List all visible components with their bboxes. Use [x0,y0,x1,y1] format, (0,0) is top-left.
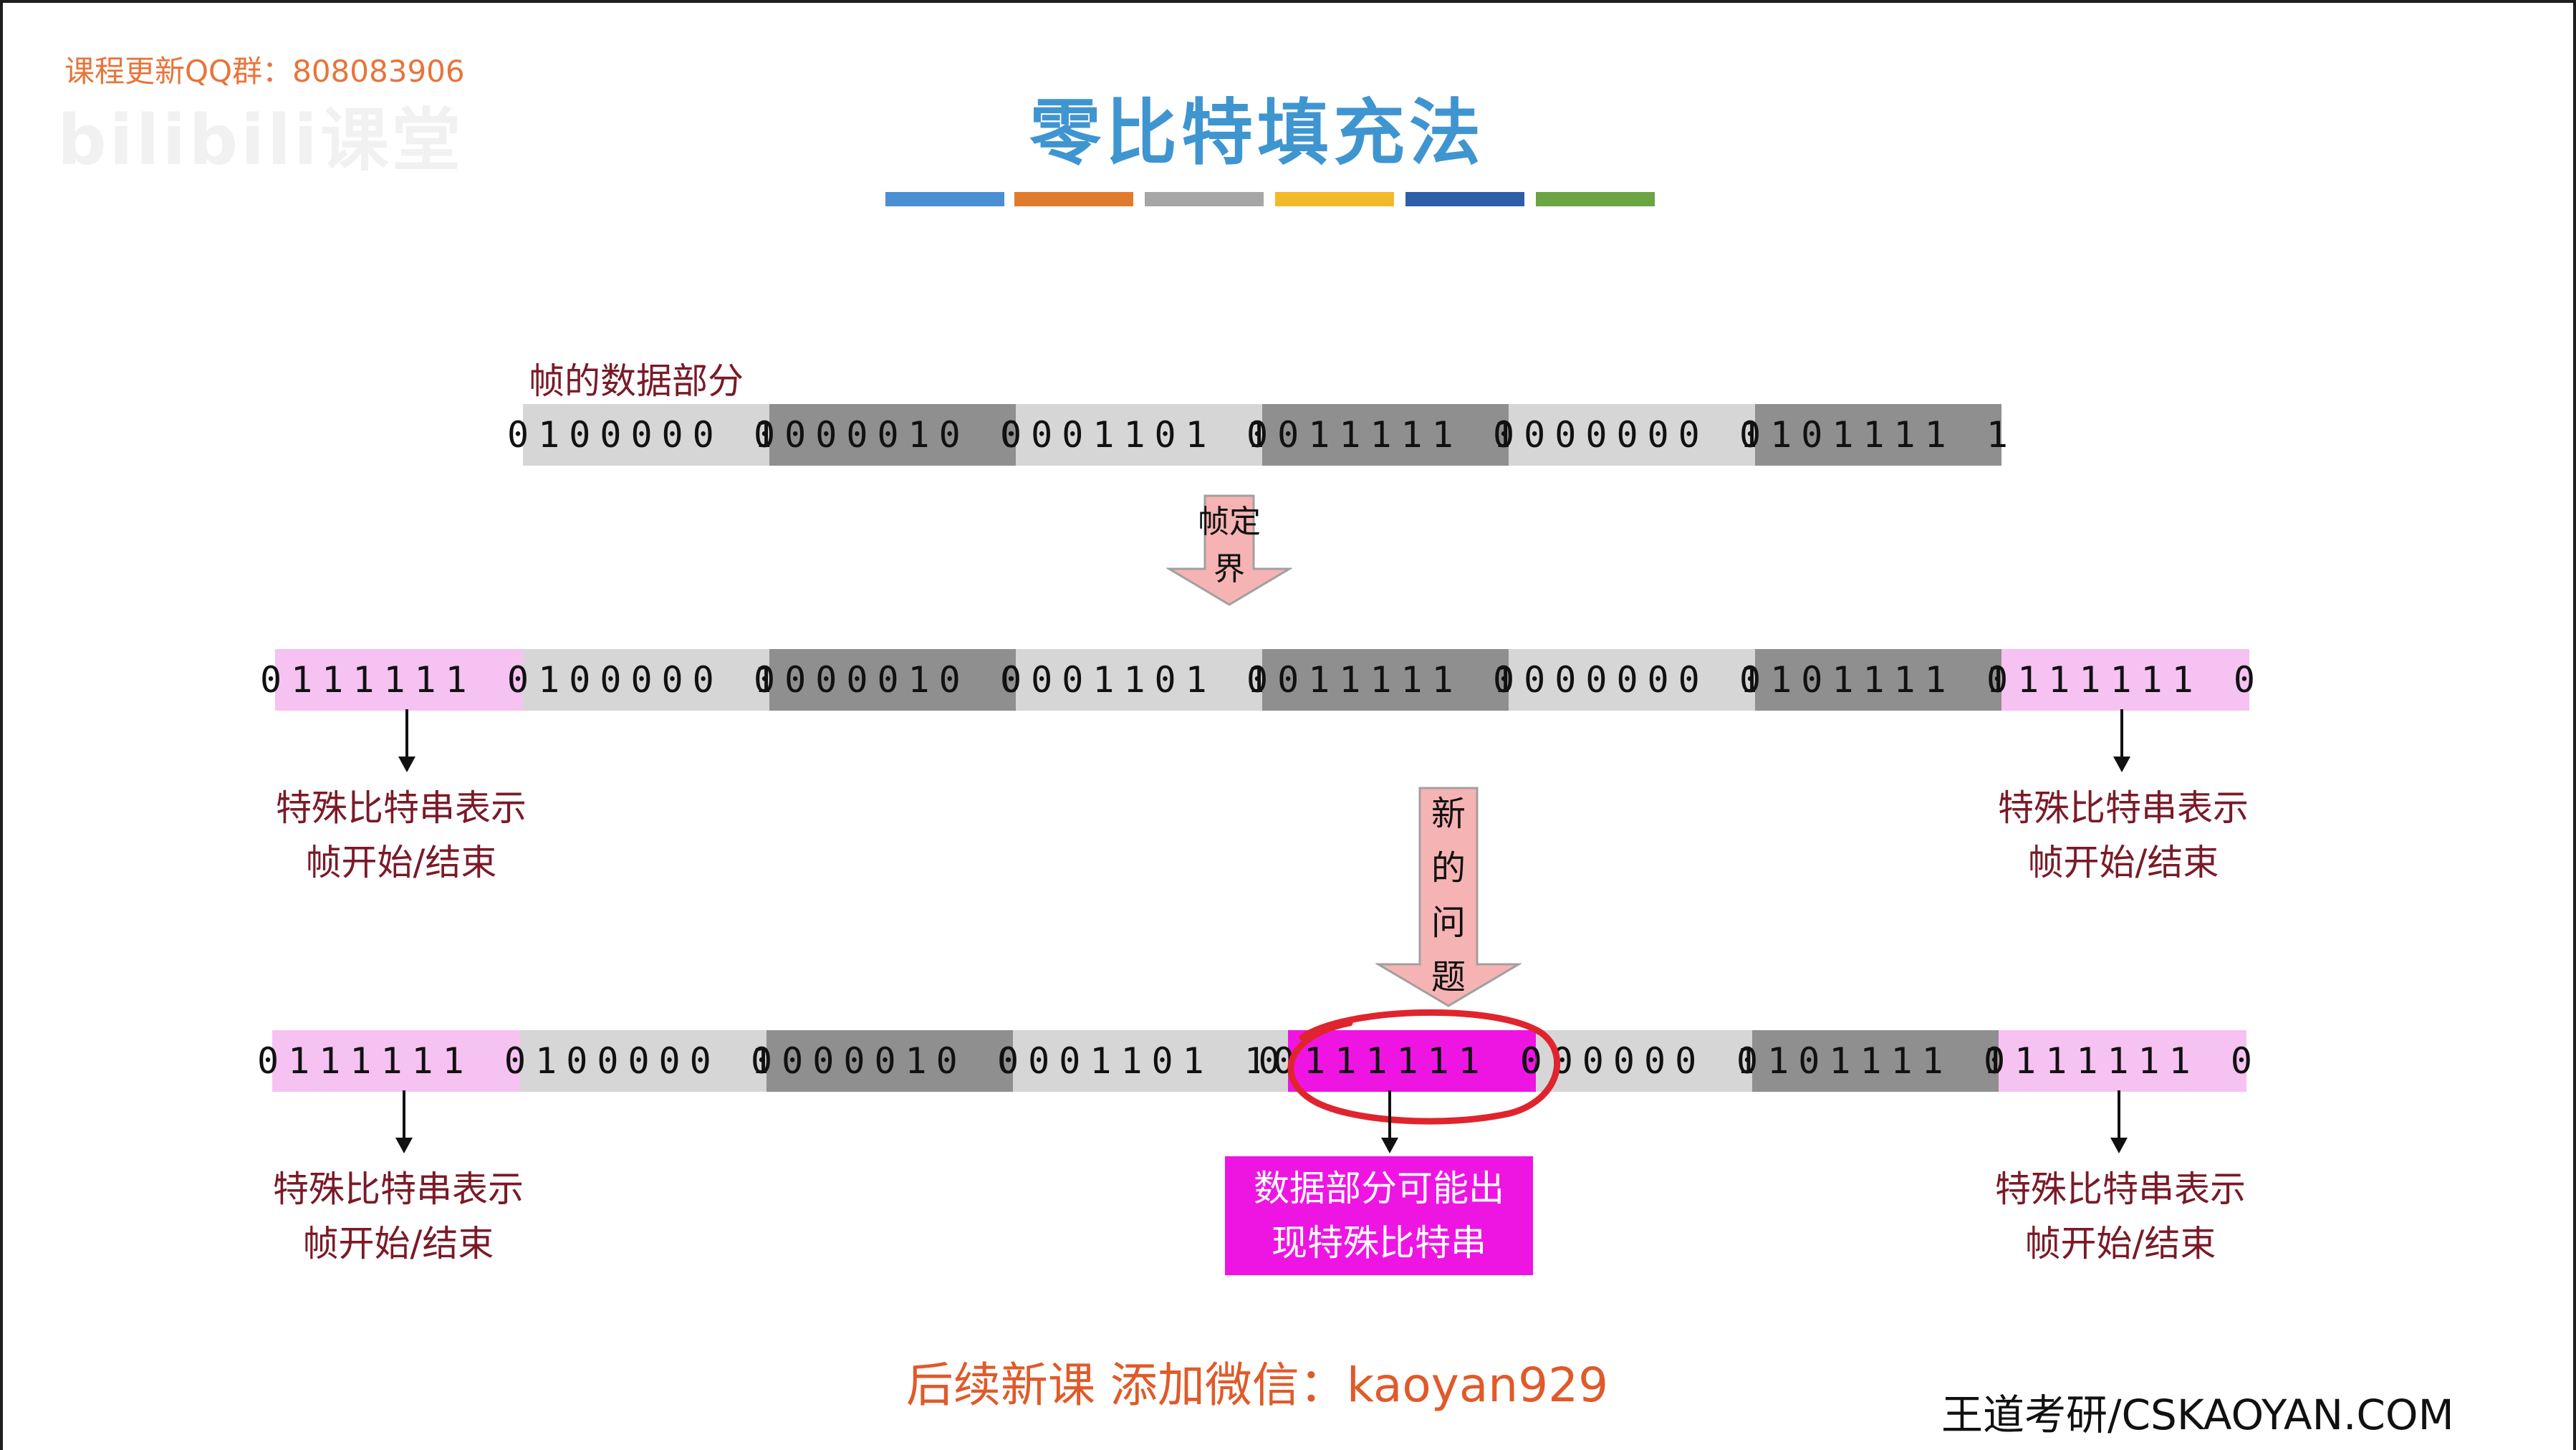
bit-segment: 0001101 1 [1000,649,1269,711]
color-bar-yellow [1275,192,1394,206]
bit-segment: 0100000 1 [507,649,776,711]
problem-callout-box: 数据部分可能出 现特殊比特串 [1225,1156,1533,1275]
new-problem-char: 的 [1431,848,1466,888]
bit-segment: 0100000 1 [507,404,776,466]
problem-callout-line: 数据部分可能出 [1254,1168,1504,1209]
bit-segment-text: 0000010 0 [754,414,1032,456]
bit-segment: 0101111 1 [1736,1030,2005,1092]
bit-segment: 0000000 1 [1493,404,1762,466]
bit-segment-text: 0100000 1 [507,414,785,456]
bit-segment-text: 0111111 0 [257,1040,535,1082]
data-bits-row: 0100000 1 0000010 0 0001101 1 0011111 1 … [507,404,2008,466]
flag-note-line1: 特殊比特串表示 [1995,1168,2246,1210]
color-bar-orange [1014,192,1133,206]
bit-segment-text: 0000010 0 [751,1040,1029,1082]
brand-text: 王道考研/CSKAOYAN.COM [1941,1391,2454,1439]
bit-segment-text: 0001101 1 [997,1040,1275,1082]
window-frame-right [2573,0,2576,1450]
pointer-arrow-center-2 [1381,1090,1398,1153]
bit-segment: 0000000 1 [1493,649,1762,711]
bit-segment-text: 0100000 1 [504,1040,782,1082]
window-frame-left [0,0,3,1450]
new-problem-char: 新 [1431,794,1466,834]
flag-end: 0111111 0 [1984,1030,2252,1092]
flag-note-line2: 帧开始/结束 [2024,1223,2216,1264]
color-bar-gray [1145,192,1264,206]
flag-end: 0111111 0 [1986,649,2255,711]
bit-segment-text: 0001101 1 [1000,659,1278,701]
color-bar-blue [885,192,1004,206]
framing-arrow-label: 帧定界 [1198,504,1261,587]
flag-note-left-1: 特殊比特串表示 帧开始/结束 [236,781,566,890]
bit-segment: 0 [1258,1030,1289,1092]
bit-segment: 0000010 0 [751,1030,1019,1092]
bit-segment: 0100000 1 [504,1030,773,1092]
framing-down-arrow [1166,494,1292,606]
bit-segment-text: 0000000 1 [1493,659,1771,701]
bit-segment-text: 0011111 1 [1246,659,1524,701]
new-problem-char: 问 [1431,903,1466,943]
bit-segment-text: 0011111 1 [1246,414,1524,456]
bit-segment: 0001101 1 [997,1030,1266,1092]
frame-data-label: 帧的数据部分 [529,360,744,402]
special-bitstring-highlight: 0111111 0 [1273,1030,1542,1092]
pointer-arrow-left-1 [398,709,415,772]
conflict-bits-row: 0111111 0 0100000 1 0000010 0 0001101 1 … [257,1030,2252,1092]
bit-segment-text: 0101111 1 [1736,1040,2014,1082]
problem-callout-line: 现特殊比特串 [1272,1222,1486,1264]
bit-segment: 0000010 0 [754,404,1022,466]
new-problem-down-arrow [1375,787,1522,1007]
flag-note-line1: 特殊比特串表示 [1998,787,2249,829]
color-bar-green [1536,192,1655,206]
red-circle-annotation [1287,1009,1561,1125]
bit-segment-text: 0111111 0 [1986,659,2264,701]
flag-start: 0111111 0 [260,649,529,711]
flag-start: 0111111 0 [257,1030,526,1092]
flag-note-line1: 特殊比特串表示 [276,787,527,829]
flag-note-line1: 特殊比特串表示 [273,1168,524,1210]
new-problem-label: 新 的 问 题 [1413,787,1484,1004]
framed-bits-row: 0111111 0 0100000 1 0000010 0 0001101 1 … [260,649,2255,711]
bilibili-watermark-logo: bilibili课堂 [57,100,463,181]
bit-segment-text: 0000000 1 [1493,414,1771,456]
window-frame-top [0,0,2576,3]
bit-segment: 0001101 1 [1000,404,1269,466]
bit-segment-text: 0111111 0 [1273,1040,1551,1082]
bit-segment: 000000 1 [1521,1030,1758,1092]
bit-segment: 0101111 1 [1739,404,2008,466]
bit-segment: 0011111 1 [1246,404,1515,466]
bit-segment-text: 0101111 1 [1739,414,2017,456]
flag-note-line2: 帧开始/结束 [2027,842,2219,883]
bit-segment-text: 0001101 1 [1000,414,1278,456]
bit-segment-text: 0 [1258,1040,1289,1082]
pointer-arrow-right-2 [2110,1090,2128,1153]
bit-segment: 0000010 0 [754,649,1022,711]
color-bar-navy [1405,192,1524,206]
flag-note-right-1: 特殊比特串表示 帧开始/结束 [1959,781,2288,890]
pointer-arrow-right-1 [2113,709,2130,772]
promo-text: 后续新课 添加微信：kaoyan929 [905,1358,1609,1413]
bit-segment: 0101111 1 [1739,649,2008,711]
flag-note-line2: 帧开始/结束 [302,1223,494,1264]
flag-note-line2: 帧开始/结束 [305,842,497,883]
new-problem-char: 题 [1431,957,1466,997]
qq-group-note: 课程更新QQ群：808083906 [64,54,465,89]
flag-note-left-2: 特殊比特串表示 帧开始/结束 [234,1162,563,1271]
bit-segment-text: 0000010 0 [754,659,1032,701]
flag-note-right-2: 特殊比特串表示 帧开始/结束 [1956,1162,2285,1271]
bit-segment: 0011111 1 [1246,649,1515,711]
bit-segment-text: 0101111 1 [1739,659,2017,701]
bit-segment-text: 0111111 0 [1984,1040,2262,1082]
pointer-arrow-left-2 [395,1090,413,1153]
bit-segment-text: 0100000 1 [507,659,785,701]
slide-title: 零比特填充法 [1029,91,1485,175]
bit-segment-text: 0111111 0 [260,659,538,701]
